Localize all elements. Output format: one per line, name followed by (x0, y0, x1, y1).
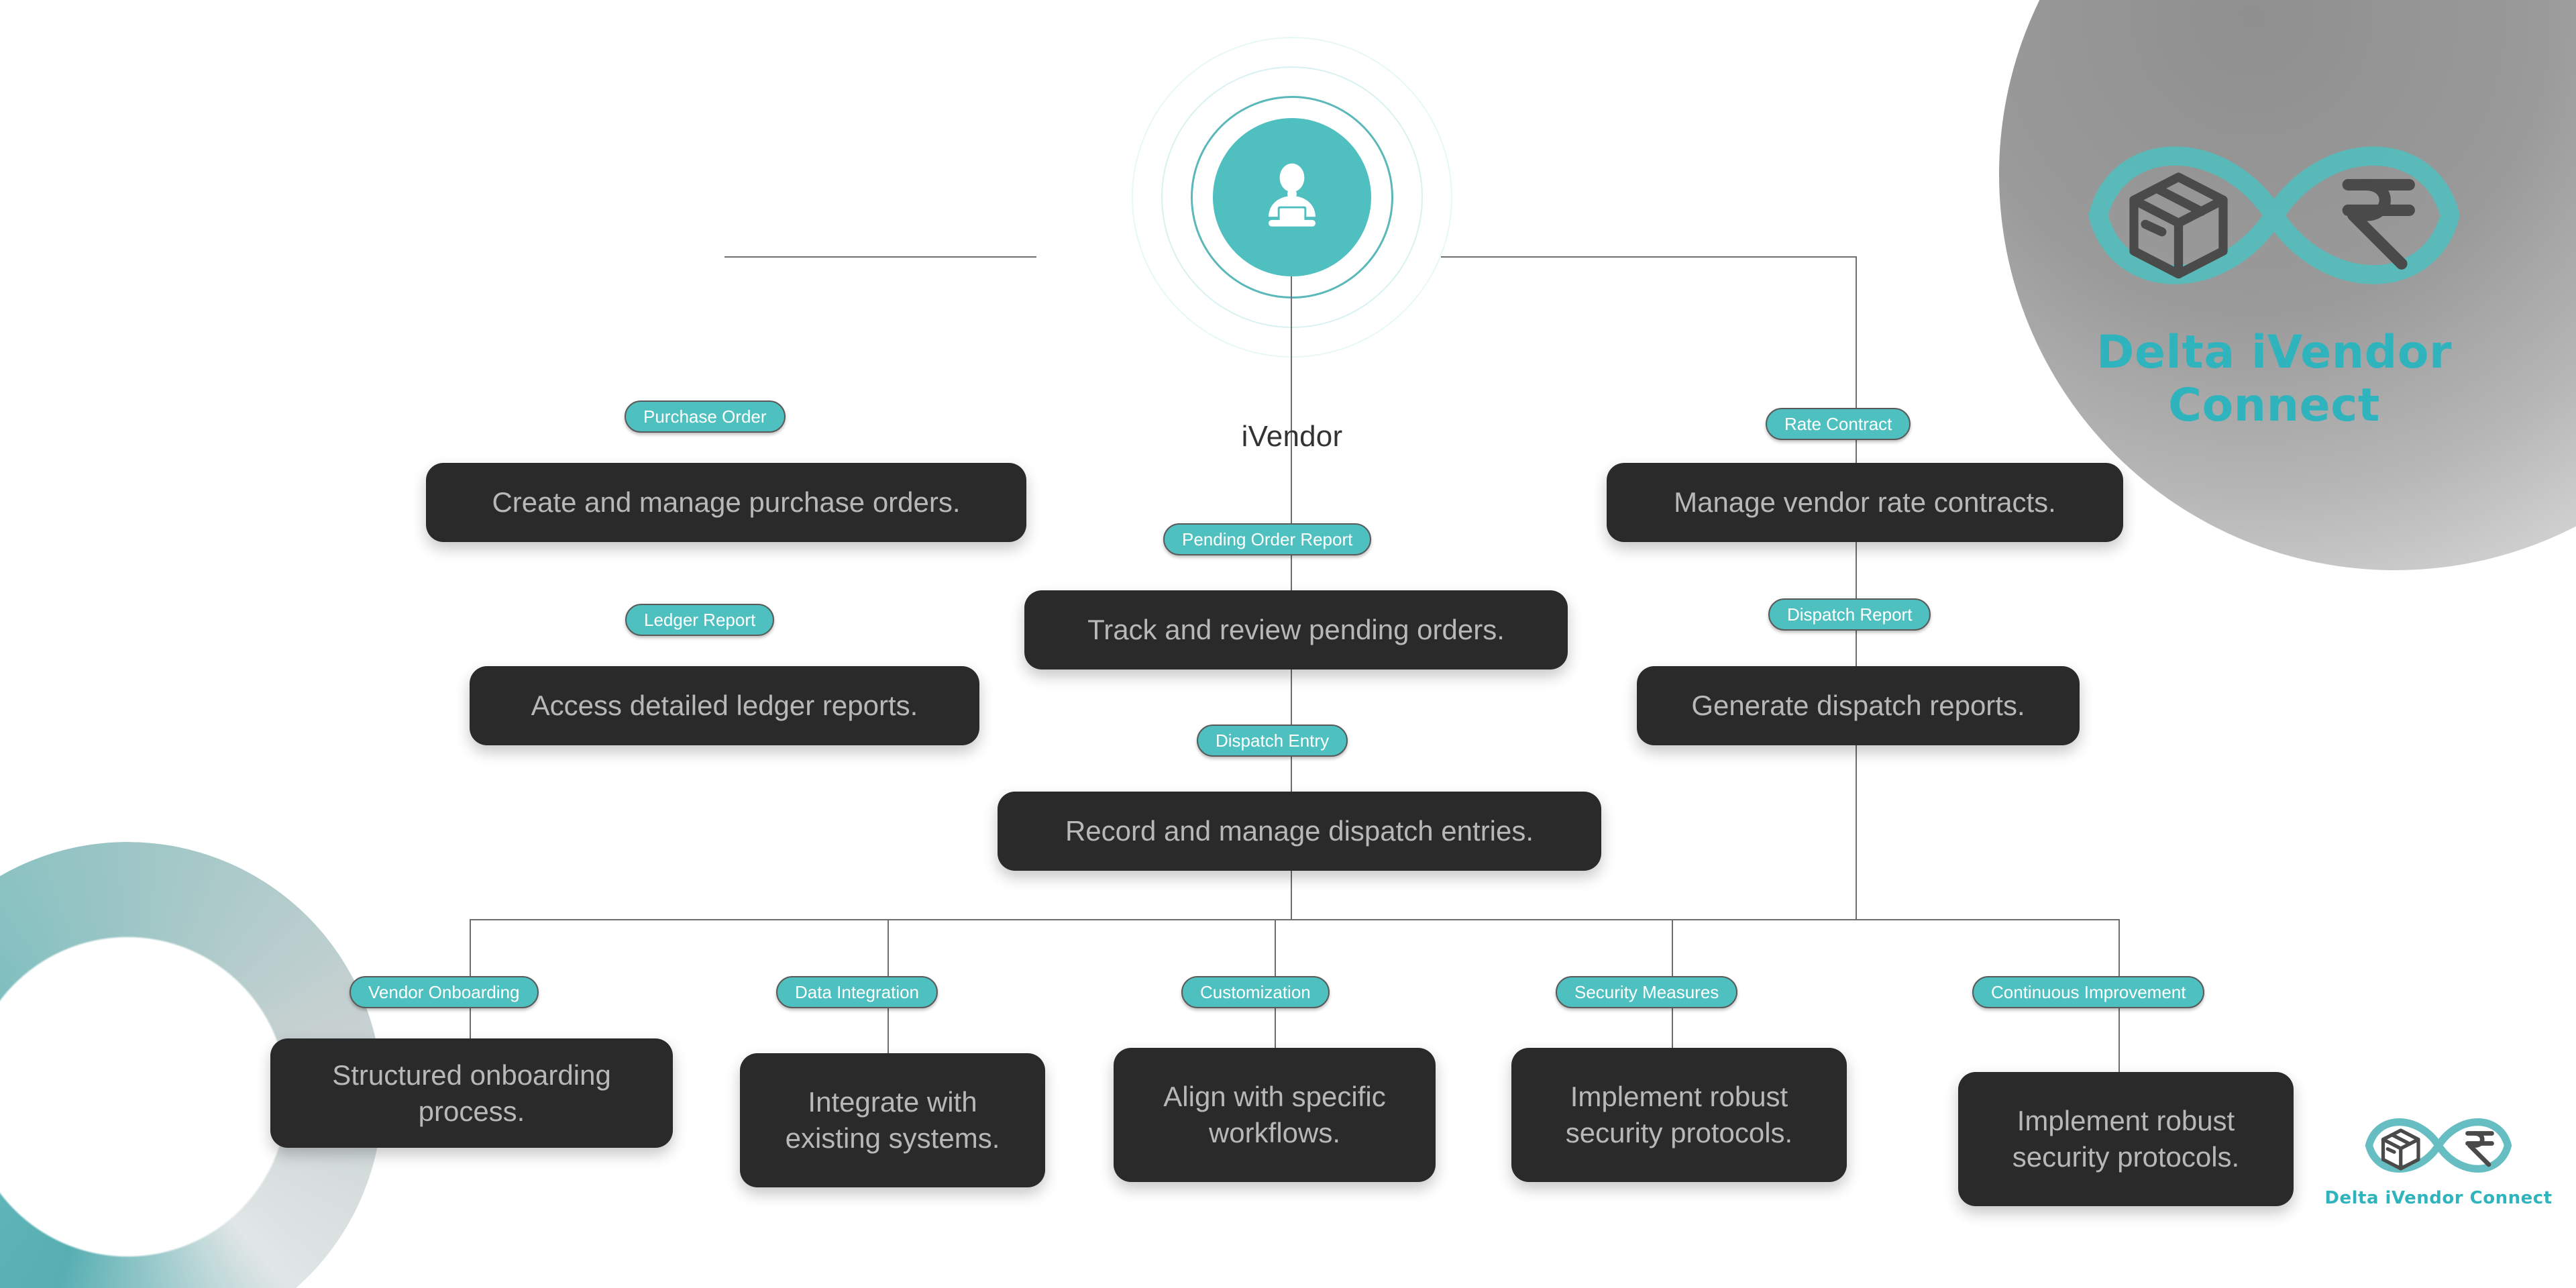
package-box-icon (2129, 172, 2228, 279)
package-box-icon (2381, 1128, 2420, 1171)
card-ledger-report: Access detailed ledger reports. (470, 666, 979, 745)
connector-hub-arm-left (724, 256, 1036, 258)
connector-bottom-bar (470, 919, 2120, 920)
connector-hub-arm-right (1441, 256, 1857, 258)
pill-ledger-report[interactable]: Ledger Report (625, 604, 775, 636)
pill-dispatch-entry[interactable]: Dispatch Entry (1197, 724, 1348, 757)
pill-pending-order-report[interactable]: Pending Order Report (1163, 523, 1372, 555)
card-dispatch-report: Generate dispatch reports. (1637, 666, 2080, 745)
card-security-measures: Implement robust security protocols. (1511, 1048, 1847, 1182)
pill-customization[interactable]: Customization (1181, 976, 1330, 1008)
pill-vendor-onboarding[interactable]: Vendor Onboarding (350, 976, 539, 1008)
hub-node-ivendor[interactable] (1213, 118, 1371, 276)
rupee-icon (2465, 1131, 2494, 1167)
brand-name-large: Delta iVendor Connect (2096, 326, 2453, 432)
card-dispatch-entry: Record and manage dispatch entries. (998, 792, 1601, 871)
connector-right-column (1856, 256, 1857, 920)
pill-rate-contract[interactable]: Rate Contract (1766, 408, 1911, 440)
pill-continuous-improvement[interactable]: Continuous Improvement (1972, 976, 2205, 1008)
card-pending-order-report: Track and review pending orders. (1024, 590, 1568, 669)
vendor-desk-icon (1250, 156, 1334, 239)
card-data-integration: Integrate with existing systems. (740, 1053, 1045, 1187)
card-continuous-improvement: Implement robust security protocols. (1958, 1072, 2294, 1206)
brand-name-small: Delta iVendor Connect (2324, 1188, 2553, 1208)
infinity-icon (2365, 1118, 2512, 1173)
card-purchase-order: Create and manage purchase orders. (426, 463, 1026, 542)
rupee-icon (2342, 178, 2415, 270)
brand-logo-small: Delta iVendor Connect (2318, 1100, 2559, 1208)
card-customization: Align with specific workflows. (1114, 1048, 1436, 1182)
hub-title: iVendor (1241, 420, 1343, 453)
pill-purchase-order[interactable]: Purchase Order (625, 400, 786, 433)
pill-dispatch-report[interactable]: Dispatch Report (1768, 598, 1931, 631)
pill-data-integration[interactable]: Data Integration (776, 976, 938, 1008)
pill-security-measures[interactable]: Security Measures (1556, 976, 1738, 1008)
card-vendor-onboarding: Structured onboarding process. (270, 1038, 673, 1148)
brand-logo-large: Delta iVendor Connect (2006, 101, 2542, 432)
infinity-icon (2088, 146, 2460, 284)
card-rate-contract: Manage vendor rate contracts. (1607, 463, 2123, 542)
